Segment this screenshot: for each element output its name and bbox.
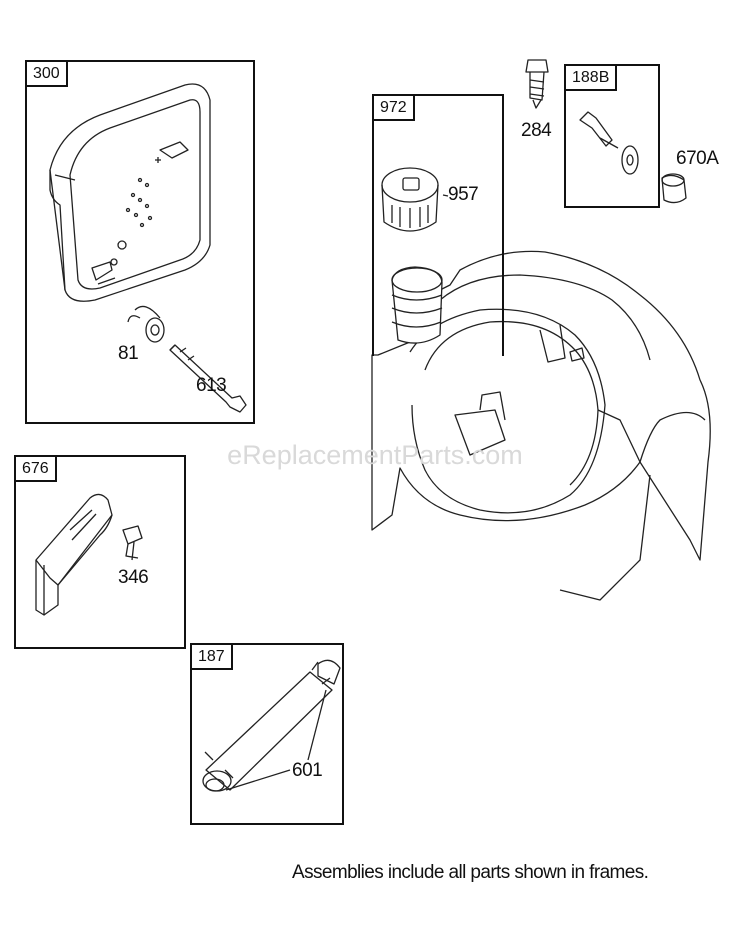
- bolt-188b-drawing: [579, 111, 687, 204]
- frame-300-tag: 300: [27, 62, 68, 87]
- frame-187-tag: 187: [192, 645, 233, 670]
- part-label-613: 613: [196, 375, 227, 396]
- fuel-line-187-drawing: [202, 659, 341, 792]
- heat-shield-676-drawing: [35, 493, 143, 616]
- part-label-81: 81: [118, 343, 139, 364]
- part-label-346: 346: [118, 567, 149, 588]
- screw-284-drawing: [525, 59, 549, 109]
- frame-972-tag: 972: [374, 96, 415, 121]
- part-label-601: 601: [292, 760, 323, 781]
- fuel-tank-drawing: [371, 167, 711, 601]
- frame-676-tag: 676: [16, 457, 57, 482]
- frame-188b-tag: 188B: [566, 66, 618, 91]
- muffler-drawing: [49, 83, 247, 413]
- part-label-284: 284: [521, 120, 552, 141]
- part-label-957: 957: [448, 184, 479, 205]
- frame-300: 300: [25, 60, 255, 424]
- frame-188b: 188B: [564, 64, 660, 208]
- frame-972: 972: [372, 94, 504, 356]
- frame-676: 676: [14, 455, 186, 649]
- assemblies-footnote: Assemblies include all parts shown in fr…: [292, 862, 649, 883]
- part-label-670a: 670A: [676, 148, 719, 169]
- frame-187: 187: [190, 643, 344, 825]
- watermark: eReplacementParts.com: [227, 440, 523, 470]
